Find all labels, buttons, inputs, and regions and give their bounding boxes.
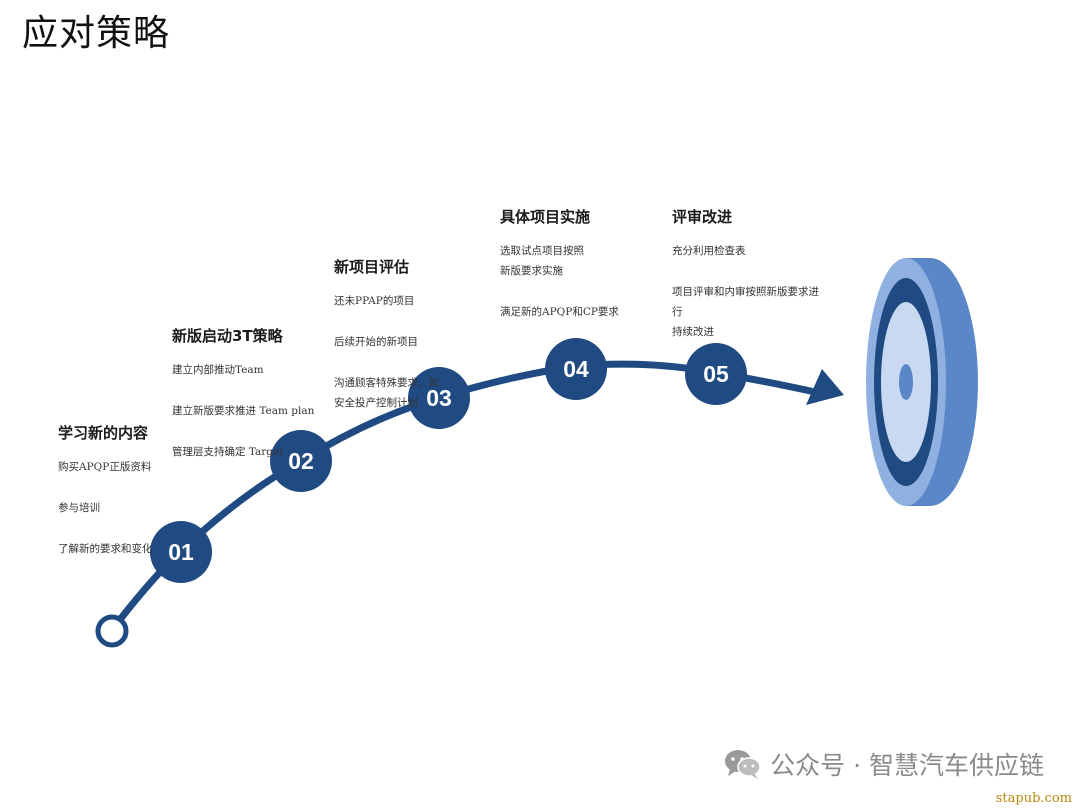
step-item: 管理层支持确定 Target (172, 446, 284, 458)
step-item: 参与培训 (58, 502, 100, 514)
step-node-05: 05 (685, 343, 747, 405)
step-item: 项目评审和内审按照新版要求进 行 持续改进 (672, 286, 819, 338)
step-block-05: 评审改进 充分利用检查表 项目评审和内审按照新版要求进 行 持续改进 (672, 206, 819, 363)
step-node-03: 03 (408, 367, 470, 429)
svg-text:02: 02 (288, 448, 314, 474)
step-item: 建立内部推动Team (172, 364, 264, 376)
page-title: 应对策略 (22, 13, 171, 54)
step-block-02: 新版启动3T策略 建立内部推动Team 建立新版要求推进 Team plan 管… (172, 325, 314, 483)
step-item: 充分利用检查表 (672, 245, 746, 257)
step-item: 了解新的要求和变化 (58, 543, 153, 555)
step-block-03: 新项目评估 还未PPAP的项目 后续开始的新项目 沟通顾客特殊要求，如 安全投产… (334, 256, 439, 434)
site-tag: stapub.com (995, 791, 1072, 806)
step-item: 选取试点项目按照 新版要求实施 (500, 245, 584, 277)
step-item: 沟通顾客特殊要求，如 安全投产控制计划 (334, 377, 439, 409)
svg-text:01: 01 (168, 539, 194, 565)
svg-text:04: 04 (563, 356, 589, 382)
step-block-01: 学习新的内容 购买APQP正版资料 参与培训 了解新的要求和变化 (58, 422, 153, 580)
step-node-02: 02 (270, 430, 332, 492)
step-item: 满足新的APQP和CP要求 (500, 306, 619, 318)
step-node-01: 01 (150, 521, 212, 583)
step-node-04: 04 (545, 338, 607, 400)
step-item: 后续开始的新项目 (334, 336, 418, 348)
step-item: 建立新版要求推进 Team plan (172, 405, 315, 417)
step-item: 还未PPAP的项目 (334, 295, 415, 307)
target-icon (866, 258, 978, 506)
step-title: 新版启动3T策略 (172, 327, 283, 345)
path-arrowhead (806, 369, 844, 405)
start-node (95, 614, 129, 648)
svg-text:05: 05 (703, 361, 729, 387)
step-title: 学习新的内容 (58, 424, 149, 442)
wechat-watermark: 公众号 · 智慧汽车供应链 (724, 746, 1044, 782)
step-item: 购买APQP正版资料 (58, 461, 152, 473)
step-title: 具体项目实施 (500, 208, 591, 226)
step-block-04: 具体项目实施 选取试点项目按照 新版要求实施 满足新的APQP和CP要求 (500, 206, 619, 343)
wechat-icon (725, 750, 761, 779)
watermark-text: 公众号 · 智慧汽车供应链 (770, 751, 1044, 780)
step-title: 评审改进 (672, 208, 733, 226)
step-title: 新项目评估 (334, 258, 410, 276)
svg-text:03: 03 (426, 385, 452, 411)
